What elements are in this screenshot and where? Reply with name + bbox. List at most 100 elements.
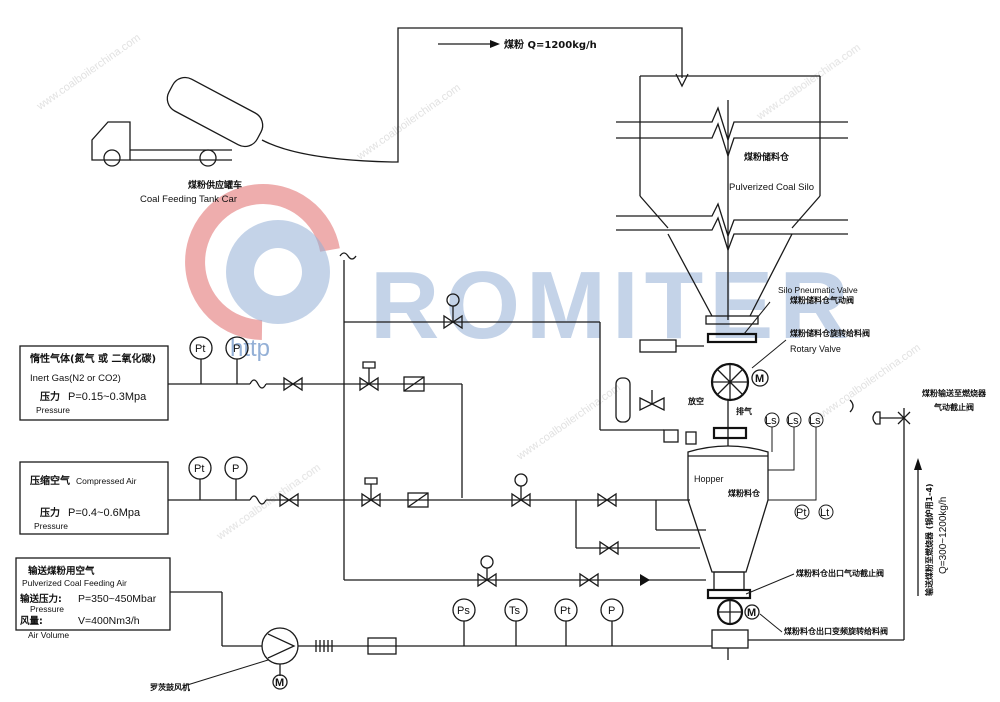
feeding-air-pressure-value: P=350~450Mbar — [78, 593, 157, 605]
hopper-outlet-valve — [706, 588, 752, 600]
motor-icon — [272, 674, 288, 690]
level-switch-taps — [768, 427, 817, 501]
motor-label: M — [755, 373, 764, 385]
valve-icon — [599, 540, 619, 556]
flex-hose-icon — [249, 379, 267, 389]
inert-gas-title-en: Inert Gas(N2 or CO2) — [30, 373, 121, 384]
hopper-filter-label: 放空 — [687, 396, 704, 406]
compressed-air-frame — [19, 461, 169, 535]
vent-box — [685, 431, 697, 445]
silo-break-line — [616, 216, 848, 253]
valve-icon — [283, 376, 303, 392]
arrow-down-icon — [675, 73, 689, 88]
silo-label-cn: 煤粉储料仓 — [744, 151, 790, 163]
solenoid-icon — [514, 473, 528, 487]
solenoid-icon — [480, 555, 494, 569]
flex-hose-icon — [249, 495, 267, 505]
silo-cone-upper — [639, 195, 821, 229]
blower-label-cn: 罗茨鼓风机 — [150, 682, 190, 692]
vent-filter — [615, 377, 631, 423]
compressed-air-line: Pt P — [168, 456, 706, 556]
pt-label: Pt — [194, 463, 204, 475]
feeding-air-title-cn: 输送煤粉用空气 — [28, 565, 95, 577]
compressed-air-pressure-value: P=0.4~0.6Mpa — [68, 507, 141, 519]
compressed-air-pressure-cn: 压力 — [40, 506, 60, 519]
hopper: Hopper 煤粉料仓 放空 排气 M Ls Ls Ls Pt Lt — [615, 377, 834, 649]
inert-gas-line — [168, 252, 665, 580]
compressed-air-title-cn: 压缩空气 — [30, 474, 70, 487]
pt-label: Pt — [560, 605, 570, 617]
ts-label: Ts — [509, 605, 521, 617]
compressed-air-pressure-en: Pressure — [34, 521, 68, 531]
tank-car-label-en: Coal Feeding Tank Car — [140, 194, 237, 205]
logo-url: http — [230, 335, 270, 362]
inert-gas-box: 惰性气体(氮气 或 二氧化碳) Inert Gas(N2 or CO2) 压力 … — [19, 345, 169, 421]
flowmeter-icon — [367, 637, 397, 655]
feed-line-to-silo — [261, 27, 683, 163]
compressed-air-box: 压缩空气 Compressed Air 压力 P=0.4~0.6Mpa Pres… — [19, 461, 169, 535]
feeder-vanes — [718, 600, 742, 624]
coal-feeding-tank-car: 煤粉供应罐车 Coal Feeding Tank Car — [91, 27, 689, 205]
vent-box — [663, 429, 679, 443]
watermark-site: www.coalboilerchina.com — [34, 32, 143, 113]
hopper-inlet-valve — [712, 426, 748, 440]
inert-gas-pressure-cn: 压力 — [40, 390, 60, 403]
motor-label: M — [747, 607, 756, 619]
burner-valve-label-1: 煤粉输送至燃烧器 — [922, 388, 987, 398]
flow-vertical-q: Q=300~1200kg/h — [938, 497, 949, 574]
feeding-air-line: M 罗茨鼓风机 Ps Ts Pt P — [150, 591, 904, 692]
watermark-site: www.coalboilerchina.com — [754, 42, 863, 123]
burner-valve-label-2: 气动截止阀 — [933, 402, 974, 412]
pressure-transmitter — [794, 504, 810, 520]
flow-vertical-cn: 输送煤粉至燃烧器 (锅炉用1-4) — [924, 483, 934, 596]
tank-car-label-cn: 煤粉供应罐车 — [188, 179, 242, 191]
mixing-tee — [711, 629, 749, 649]
motor-icon — [744, 604, 760, 620]
inert-gas-gauges: Pt P — [189, 336, 249, 384]
silo-label-en: Pulverized Coal Silo — [729, 182, 814, 193]
feeding-air-title-en: Pulverized Coal Feeding Air — [22, 578, 127, 588]
blower-arrow-icon — [267, 633, 296, 659]
watermark-site: www.coalboilerchina.com — [354, 82, 463, 163]
silo-pneumatic-valve-en: Silo Pneumatic Valve — [778, 285, 858, 295]
valve-icon — [579, 572, 599, 588]
logo-red-arc — [185, 184, 340, 340]
level-switch-label: Ls — [809, 415, 821, 427]
feeding-air-volume-value: V=400Nm3/h — [78, 615, 140, 627]
arrow-right-icon — [490, 40, 500, 48]
silo-break-line — [616, 202, 848, 239]
to-burner: 煤粉输送至燃烧器 气动截止阀 输送煤粉至燃烧器 (锅炉用1-4) Q=300~1… — [727, 388, 987, 660]
hopper-label-cn: 煤粉料仓 — [728, 488, 761, 498]
hopper-label-en: Hopper — [694, 474, 724, 484]
pt-label: Pt — [796, 507, 806, 519]
leader-line — [183, 659, 269, 687]
valve-icon — [597, 492, 617, 508]
silo-rotary-valve-en: Rotary Valve — [790, 344, 841, 354]
feeding-air-volume-cn: 风量: — [20, 615, 43, 627]
rotary-valve-vanes — [712, 364, 748, 400]
flow-top-label: 煤粉 Q=1200kg/h — [504, 38, 597, 51]
silo-cone-lower — [667, 233, 793, 317]
arrow-up-icon — [914, 458, 922, 470]
motor-label: M — [275, 677, 284, 689]
inert-gas-pressure-value: P=0.15~0.3Mpa — [68, 391, 147, 403]
silo-pneumatic-valve — [706, 332, 758, 344]
inert-gas-pressure-en: Pressure — [36, 405, 70, 415]
leader-line — [743, 301, 771, 335]
inert-gas-title-cn: 惰性气体(氮气 或 二氧化碳) — [30, 352, 156, 365]
valve-icon — [511, 492, 531, 508]
level-transmitter — [818, 504, 834, 520]
p-label: P — [608, 605, 615, 617]
check-valve-mark — [403, 376, 425, 392]
truck-wheel — [199, 149, 217, 167]
valve-icon — [359, 376, 379, 392]
valve-icon — [477, 572, 497, 588]
valve-actuator-icon — [362, 361, 376, 384]
truck-cab — [91, 121, 131, 161]
level-switch-label: Ls — [765, 415, 777, 427]
inert-to-outlet-line — [344, 555, 706, 588]
hopper-outlet — [713, 571, 745, 591]
ps-label: Ps — [457, 605, 470, 617]
feeding-air-pressure-cn: 输送压力: — [20, 593, 62, 605]
